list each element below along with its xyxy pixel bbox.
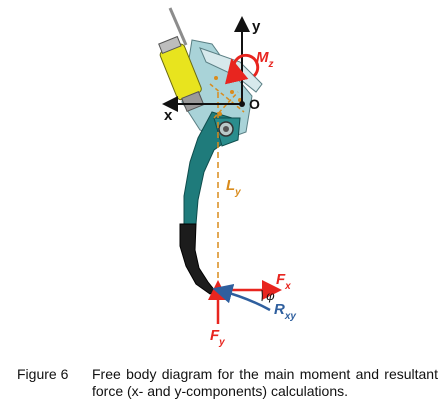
origin-point <box>239 101 245 107</box>
x-axis-label: x <box>164 107 173 124</box>
force-x-label: Fx <box>276 271 291 292</box>
tine-blade <box>179 223 217 295</box>
tine-assembly <box>158 7 263 295</box>
moment-arrow <box>224 53 260 85</box>
orange-dash-diag-1 <box>209 83 245 113</box>
force-y-label: Fy <box>210 327 225 348</box>
origin-label: O <box>249 96 260 112</box>
free-body-diagram: y x O Mz Ly φ Fx Fy Rxy <box>158 7 296 348</box>
resultant-label: Rxy <box>274 301 296 322</box>
resultant-force-arrow <box>212 283 271 312</box>
angle-label: φ <box>266 289 275 303</box>
moment-label: Mz <box>256 49 274 70</box>
caption-text: Free body diagram for the main moment an… <box>92 366 438 399</box>
y-axis-label: y <box>252 18 261 35</box>
cylinder-rod <box>168 7 188 46</box>
figure-number: Figure 6 <box>17 366 69 382</box>
length-label: Ly <box>226 177 241 198</box>
figure-caption: Figure 6 Free body diagram for the main … <box>17 366 438 400</box>
